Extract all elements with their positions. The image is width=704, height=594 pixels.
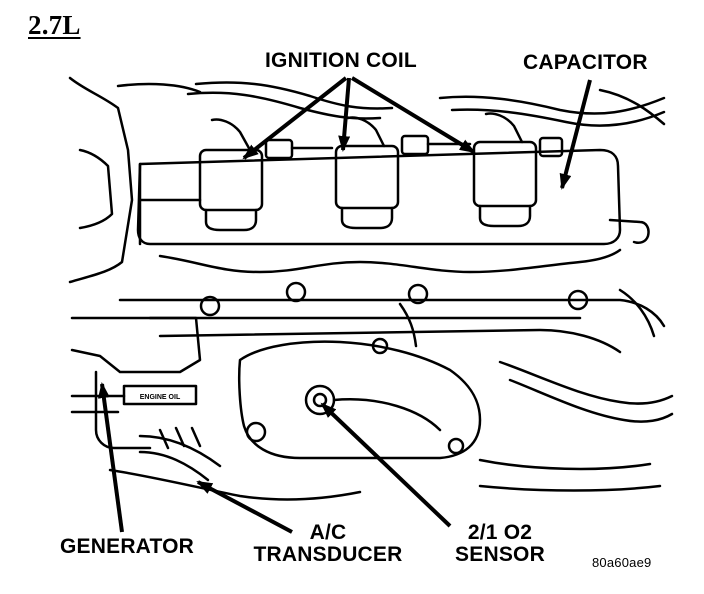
label-o2-sensor-line2: SENSOR [455, 543, 545, 566]
label-capacitor: CAPACITOR [523, 51, 648, 74]
label-generator: GENERATOR [60, 535, 195, 558]
arrow-ignition-coil-left [242, 76, 348, 160]
label-ignition-coil: IGNITION COIL [265, 49, 417, 72]
engine-oil-tag: ENGINE OIL [140, 394, 181, 401]
label-ac-transducer-line2: TRANSDUCER [253, 543, 403, 566]
label-ac-transducer: A/C TRANSDUCER [246, 522, 410, 566]
engine-size-title: 2.7L [28, 10, 81, 40]
arrow-ignition-coil-right [350, 76, 476, 154]
arrow-ignition-coil-center [338, 77, 351, 152]
label-ac-transducer-line1: A/C [309, 521, 347, 544]
figure-code: 80a60ae9 [592, 555, 652, 570]
arrow-o2-sensor [320, 402, 452, 528]
arrow-capacitor [559, 79, 592, 190]
arrow-generator [97, 382, 124, 533]
arrow-ac-transducer [196, 480, 293, 534]
label-o2-sensor-line1: 2/1 O2 [467, 521, 533, 544]
label-o2-sensor: 2/1 O2 SENSOR [444, 522, 556, 566]
engine-linework [68, 76, 674, 501]
callout-arrows [97, 76, 592, 534]
